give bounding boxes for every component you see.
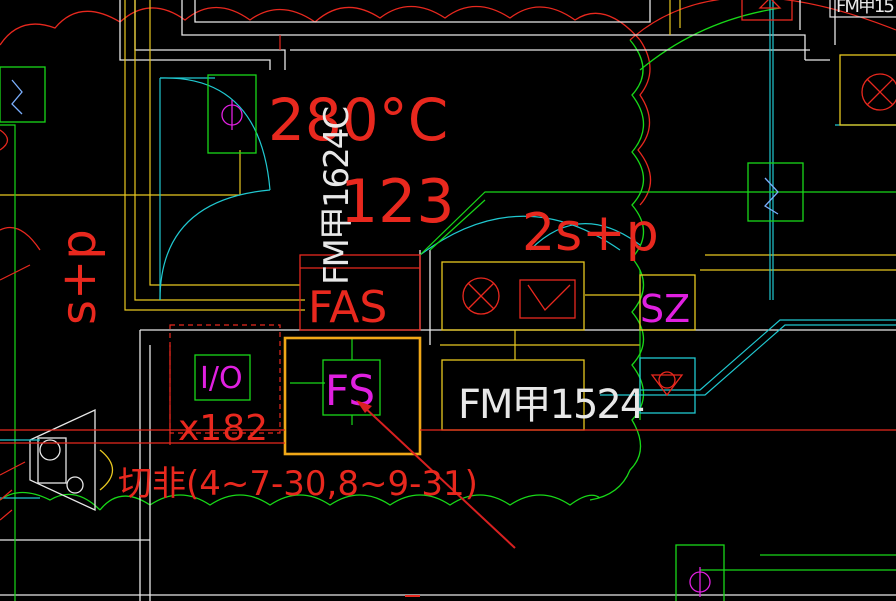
fas-panel[interactable]: FAS: [299, 254, 421, 333]
phi-icon: [221, 100, 243, 130]
fas-label: FAS: [308, 282, 387, 333]
revision-cloud-green: [0, 7, 781, 511]
speaker-icon: [763, 177, 779, 215]
io-module[interactable]: I/O: [194, 354, 251, 401]
phi-icon: [689, 567, 711, 597]
yellow-lines: [0, 0, 896, 360]
temperature-label: 280°C: [268, 86, 448, 154]
circle-x-icon: [462, 277, 576, 319]
sz-device[interactable]: SZ: [639, 274, 696, 331]
door-tag-top-right-text: FM甲15: [836, 0, 893, 17]
damper-box-top-right[interactable]: [839, 54, 896, 126]
green-lines: [0, 124, 896, 601]
phi-device-box[interactable]: [207, 74, 257, 154]
door-tag-lower-text: FM甲1524: [458, 382, 644, 428]
x182-label: x182: [178, 408, 268, 449]
triangle-device-top: [741, 0, 793, 21]
door-tag-top-right[interactable]: FM甲15: [829, 0, 896, 18]
damper-box-middle[interactable]: [441, 261, 585, 331]
valve-icon: [650, 371, 684, 397]
door-tag-lower[interactable]: FM甲1524: [441, 359, 646, 431]
cyan-lines: [159, 0, 896, 396]
duct-label-left: s+p: [51, 229, 107, 325]
speaker-strobe-left[interactable]: [0, 408, 114, 512]
speaker-box-top-left[interactable]: [0, 66, 46, 123]
speaker-box-right[interactable]: [747, 162, 804, 222]
valve-device[interactable]: [639, 357, 696, 414]
speaker-icon: [99, 449, 114, 491]
duct-label-right: 2s+p: [522, 203, 659, 263]
io-label: I/O: [200, 361, 243, 396]
sz-label: SZ: [640, 287, 690, 331]
door-tag-vertical: FM甲1624C: [317, 108, 357, 285]
speaker-icon: [11, 79, 23, 115]
phi-device-box-bottom[interactable]: [675, 544, 725, 601]
number-label: 123: [340, 167, 455, 237]
note-label: 切非(4~7-30,8~9-31): [118, 464, 478, 504]
leader-arrow: [356, 400, 516, 549]
red-lines: [0, 35, 896, 521]
door-swing-arc-right: [629, 0, 896, 41]
circle-x-icon: [861, 73, 896, 111]
